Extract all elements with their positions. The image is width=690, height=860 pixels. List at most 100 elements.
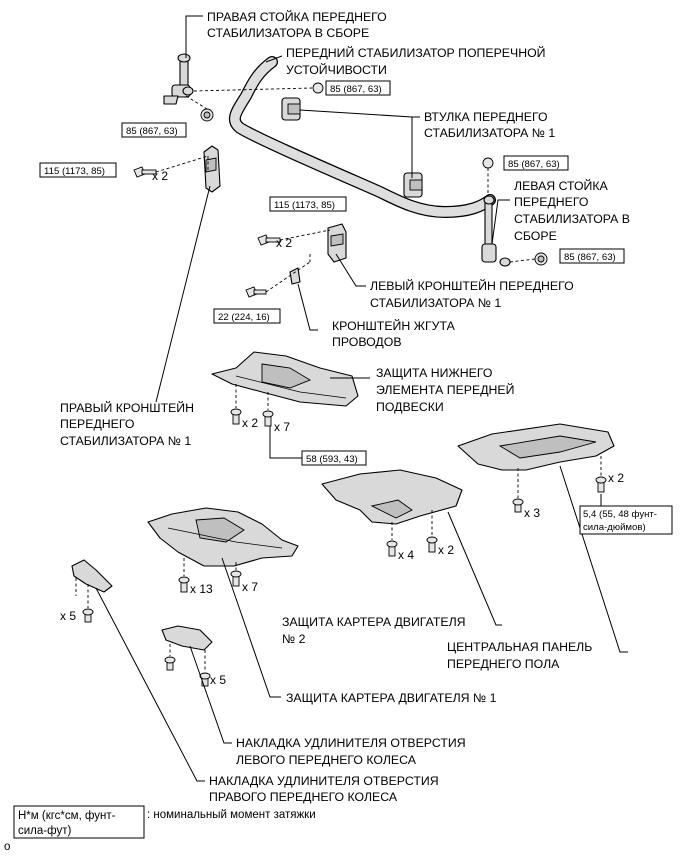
svg-text:85 (867, 63): 85 (867, 63) [508, 159, 560, 170]
corner-mark: o [4, 841, 10, 853]
stabilizer-bushing-right [281, 97, 301, 121]
label-right-stabilizer-link: ПРАВАЯ СТОЙКА ПЕРЕДНЕГО СТАБИЛИЗАТОРА В … [207, 9, 387, 40]
front-floor-center-panel [457, 423, 615, 471]
svg-text:x 2: x 2 [276, 236, 292, 250]
right-wheel-opening-extension-pad [71, 559, 113, 593]
svg-text:УСТОЙЧИВОСТИ: УСТОЙЧИВОСТИ [286, 62, 387, 77]
svg-text:: номинальный момент затяжки: : номинальный момент затяжки [147, 809, 316, 821]
svg-text:22 (224, 16): 22 (224, 16) [218, 312, 270, 323]
wire-harness-bracket [289, 267, 301, 285]
svg-text:ПРОВОДОВ: ПРОВОДОВ [332, 335, 402, 349]
leader-lines [95, 15, 628, 782]
bolts-suspension-cover [230, 408, 274, 427]
clips-right-extension [82, 608, 94, 623]
svg-text:СТАБИЛИЗАТОРА В СБОРЕ: СТАБИЛИЗАТОРА В СБОРЕ [207, 26, 369, 40]
svg-text:x 2: x 2 [438, 543, 454, 557]
bolts-engine-cover-1 [178, 570, 242, 593]
torque-box-4: 85 (867, 63) [503, 155, 569, 171]
label-left-stabilizer-bracket: ЛЕВЫЙ КРОНШТЕЙН ПЕРЕДНЕГО СТАБИЛИЗАТОРА … [370, 278, 574, 310]
svg-text:115 (1173, 85): 115 (1173, 85) [44, 166, 105, 177]
torque-box-3: 115 (1173, 85) [39, 162, 117, 178]
svg-text:ЗАЩИТА КАРТЕРА ДВИГАТЕЛЯ: ЗАЩИТА КАРТЕРА ДВИГАТЕЛЯ [282, 615, 466, 629]
svg-text:85 (867, 63): 85 (867, 63) [330, 84, 382, 95]
torque-box-7: 22 (224, 16) [213, 308, 281, 324]
svg-text:x 13: x 13 [190, 582, 213, 596]
nut-left-link [534, 252, 548, 266]
engine-under-cover-no2 [321, 469, 463, 525]
svg-text:НАКЛАДКА УДЛИНИТЕЛЯ ОТВЕРСТИЯ: НАКЛАДКА УДЛИНИТЕЛЯ ОТВЕРСТИЯ [236, 736, 466, 750]
svg-text:СБОРЕ: СБОРЕ [514, 229, 557, 243]
label-wire-harness-bracket: КРОНШТЕЙН ЖГУТА ПРОВОДОВ [332, 318, 456, 349]
left-stabilizer-bracket [327, 223, 347, 263]
svg-text:КРОНШТЕЙН ЖГУТА: КРОНШТЕЙН ЖГУТА [332, 318, 456, 333]
svg-text:115 (1173, 85): 115 (1173, 85) [274, 200, 335, 211]
left-wheel-opening-extension-pad [161, 625, 213, 651]
bolt-harness-bracket [245, 286, 267, 298]
torque-box-2: 85 (867, 63) [121, 122, 187, 138]
svg-text:НАКЛАДКА УДЛИНИТЕЛЯ ОТВЕРСТИЯ: НАКЛАДКА УДЛИНИТЕЛЯ ОТВЕРСТИЯ [209, 774, 439, 788]
svg-text:ПЕРЕДНЕГО ПОЛА: ПЕРЕДНЕГО ПОЛА [447, 657, 560, 671]
svg-text:ЗАЩИТА НИЖНЕГО: ЗАЩИТА НИЖНЕГО [376, 366, 492, 380]
label-front-stabilizer-bar: ПЕРЕДНИЙ СТАБИЛИЗАТОР ПОПЕРЕЧНОЙ УСТОЙЧИ… [286, 45, 545, 77]
quantities: x 2 x 2 x 2 x 7 x 2 x 3 x 4 x 2 x 13 x 7… [60, 169, 624, 687]
nut-right-link-top [312, 82, 324, 94]
svg-text:x 5: x 5 [60, 609, 76, 623]
torque-box-5: 115 (1173, 85) [269, 196, 347, 212]
bolt-left-bracket [257, 234, 281, 246]
svg-text:ПОДВЕСКИ: ПОДВЕСКИ [376, 400, 444, 414]
svg-text:ЭЛЕМЕНТА ПЕРЕДНЕЙ: ЭЛЕМЕНТА ПЕРЕДНЕЙ [376, 382, 514, 397]
svg-text:Н*м (кгс*см, фунт-: Н*м (кгс*см, фунт- [18, 810, 116, 822]
label-right-stabilizer-bracket: ПРАВЫЙ КРОНШТЕЙН ПЕРЕДНЕГО СТАБИЛИЗАТОРА… [60, 400, 194, 448]
clips-left-extension [164, 656, 211, 687]
right-stabilizer-bracket [203, 145, 221, 193]
svg-text:сила-фут): сила-фут) [18, 825, 71, 837]
svg-text:ПРАВОГО ПЕРЕДНЕГО КОЛЕСА: ПРАВОГО ПЕРЕДНЕГО КОЛЕСА [209, 790, 398, 804]
svg-text:x 7: x 7 [242, 580, 258, 594]
label-engine-under-cover-no1: ЗАЩИТА КАРТЕРА ДВИГАТЕЛЯ № 1 [286, 691, 497, 705]
bolts-engine-cover-2 [386, 536, 438, 557]
svg-text:ЦЕНТРАЛЬНАЯ ПАНЕЛЬ: ЦЕНТРАЛЬНАЯ ПАНЕЛЬ [447, 640, 592, 654]
torque-box-1: 85 (867, 63) [325, 80, 391, 96]
svg-text:85 (867, 63): 85 (867, 63) [564, 252, 616, 263]
torque-box-6: 85 (867, 63) [559, 248, 625, 264]
label-stabilizer-bushing: ВТУЛКА ПЕРЕДНЕГО СТАБИЛИЗАТОРА № 1 [424, 110, 555, 140]
svg-text:x 5: x 5 [210, 673, 226, 687]
torque-box-8: 58 (593, 43) [301, 450, 367, 466]
svg-text:сила-дюймов): сила-дюймов) [583, 522, 646, 533]
svg-text:5,4 (55, 48 фунт-: 5,4 (55, 48 фунт- [583, 509, 657, 520]
svg-text:ПРАВЫЙ КРОНШТЕЙН: ПРАВЫЙ КРОНШТЕЙН [60, 400, 194, 415]
svg-text:x 2: x 2 [152, 169, 168, 183]
svg-text:ВТУЛКА ПЕРЕДНЕГО: ВТУЛКА ПЕРЕДНЕГО [424, 110, 548, 124]
svg-text:СТАБИЛИЗАТОРА № 1: СТАБИЛИЗАТОРА № 1 [60, 434, 191, 448]
label-front-suspension-lower-cover: ЗАЩИТА НИЖНЕГО ЭЛЕМЕНТА ПЕРЕДНЕЙ ПОДВЕСК… [376, 366, 514, 414]
label-left-wheel-extension: НАКЛАДКА УДЛИНИТЕЛЯ ОТВЕРСТИЯ ЛЕВОГО ПЕР… [236, 736, 466, 767]
svg-text:ЗАЩИТА КАРТЕРА ДВИГАТЕЛЯ № 1: ЗАЩИТА КАРТЕРА ДВИГАТЕЛЯ № 1 [286, 691, 497, 705]
svg-text:ЛЕВОГО ПЕРЕДНЕГО КОЛЕСА: ЛЕВОГО ПЕРЕДНЕГО КОЛЕСА [236, 753, 417, 767]
svg-text:58 (593, 43): 58 (593, 43) [306, 454, 358, 465]
svg-text:СТАБИЛИЗАТОРА В: СТАБИЛИЗАТОРА В [514, 212, 630, 226]
label-left-stabilizer-link: ЛЕВАЯ СТОЙКА ПЕРЕДНЕГО СТАБИЛИЗАТОРА В С… [514, 178, 630, 243]
svg-text:x 4: x 4 [398, 548, 414, 562]
right-stabilizer-link [163, 53, 194, 105]
stabilizer-bushing-left [403, 172, 423, 198]
legend: Н*м (кгс*см, фунт- сила-фут) : номинальн… [13, 805, 316, 839]
svg-text:x 2: x 2 [608, 471, 624, 485]
left-stabilizer-link [481, 157, 511, 267]
svg-text:x 7: x 7 [274, 420, 290, 434]
alignment-lines [75, 87, 602, 672]
svg-text:ПРАВАЯ СТОЙКА ПЕРЕДНЕГО: ПРАВАЯ СТОЙКА ПЕРЕДНЕГО [207, 9, 387, 24]
clips-floor-panel [512, 476, 607, 513]
nut-right-link [200, 108, 214, 122]
torque-box-9: 5,4 (55, 48 фунт- сила-дюймов) [579, 505, 673, 535]
svg-text:СТАБИЛИЗАТОРА № 1: СТАБИЛИЗАТОРА № 1 [370, 296, 501, 310]
label-engine-under-cover-no2: ЗАЩИТА КАРТЕРА ДВИГАТЕЛЯ № 2 [282, 615, 466, 646]
front-suspension-lower-cover [211, 351, 359, 407]
engine-under-cover-no1 [147, 507, 299, 567]
svg-text:№ 2: № 2 [282, 632, 306, 646]
svg-text:x 3: x 3 [524, 506, 540, 520]
svg-text:ПЕРЕДНЕГО: ПЕРЕДНЕГО [60, 417, 134, 431]
label-front-floor-center-panel: ЦЕНТРАЛЬНАЯ ПАНЕЛЬ ПЕРЕДНЕГО ПОЛА [447, 640, 592, 671]
svg-text:x 2: x 2 [242, 416, 258, 430]
svg-text:СТАБИЛИЗАТОРА № 1: СТАБИЛИЗАТОРА № 1 [424, 126, 555, 140]
